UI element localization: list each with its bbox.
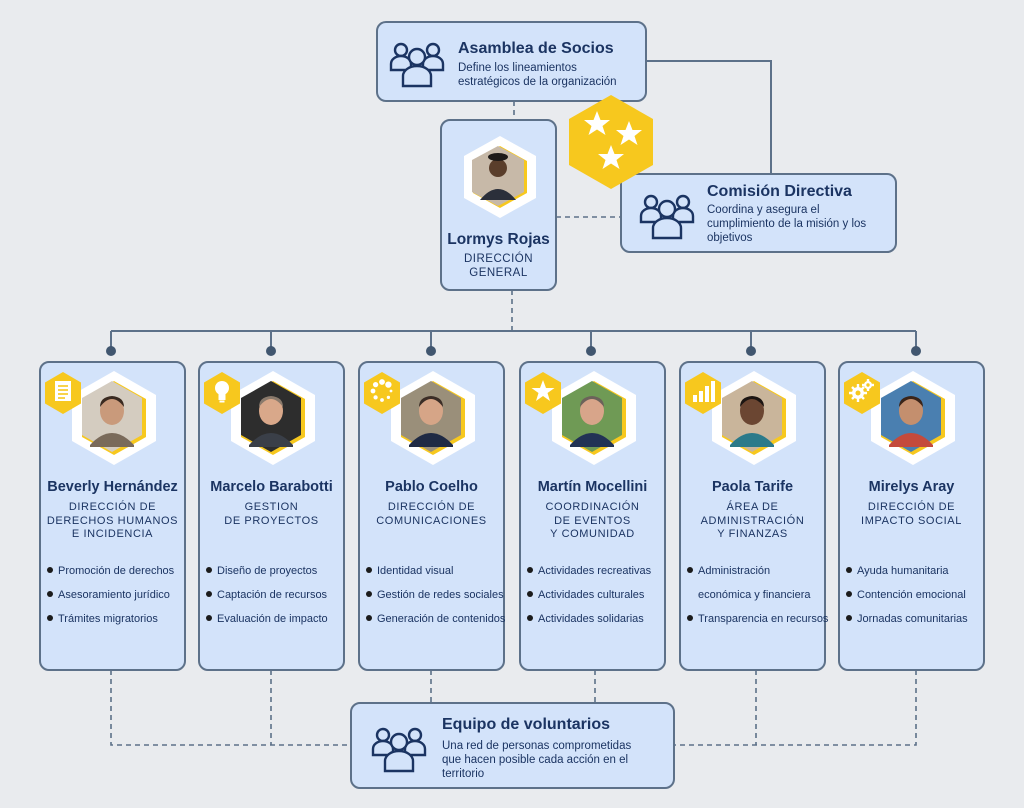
task-item: Actividades solidarias (527, 607, 662, 631)
volunteers-description: Una red de personas comprometidas que ha… (442, 740, 632, 780)
task-item: Diseño de proyectos (206, 559, 341, 583)
task-item: Captación de recursos (206, 583, 341, 607)
task-item: Ayuda humanitaria (846, 559, 981, 583)
bullet-icon (366, 591, 372, 597)
bullet-icon (47, 567, 53, 573)
department-person-name: Paola Tarife (711, 479, 794, 495)
bullet-icon (206, 591, 212, 597)
task-item: Generación de contenidos (366, 607, 505, 631)
bullet-icon (687, 615, 693, 621)
department-person-name: Pablo Coelho (385, 479, 478, 495)
volunteers-box: Equipo de voluntarios Una red de persona… (350, 702, 675, 789)
bullet-icon (527, 615, 533, 621)
department-person-name: Martín Mocellini (537, 479, 648, 495)
department-person-name: Marcelo Barabotti (210, 479, 333, 495)
gears-icon (844, 372, 880, 414)
task-item: Transparencia en recursos (687, 607, 828, 631)
bullet-icon (47, 615, 53, 621)
lightbulb-icon (204, 372, 240, 414)
bullet-icon (206, 567, 212, 573)
people-group-icon (371, 727, 427, 773)
task-item: Actividades culturales (527, 583, 662, 607)
star-icon (525, 372, 561, 414)
people-group-icon (389, 42, 445, 88)
director-name: Lormys Rojas (447, 231, 550, 248)
department-person-name: Mirelys Aray (868, 479, 955, 495)
bar-chart-icon (685, 372, 721, 414)
bullet-icon (527, 591, 533, 597)
director-photo (464, 136, 536, 218)
task-item: Gestión de redes sociales (366, 583, 504, 607)
department-photo (552, 371, 636, 465)
bullet-icon (47, 591, 53, 597)
assembly-title: Asamblea de Socios (458, 40, 614, 57)
bullet-icon (366, 615, 372, 621)
commission-box: Comisión Directiva Coordina y asegura el… (620, 173, 897, 253)
task-item: Promoción de derechos (47, 559, 182, 583)
task-item: Contención emocional (846, 583, 981, 607)
task-item: Actividades recreativas (527, 559, 662, 583)
people-group-icon (639, 194, 695, 240)
bullet-icon (846, 615, 852, 621)
loading-dots-icon (364, 372, 400, 414)
bullet-icon (527, 567, 533, 573)
volunteers-title: Equipo de voluntarios (442, 716, 611, 733)
department-photo (391, 371, 475, 465)
task-item: Asesoramiento jurídico (47, 583, 182, 607)
task-item: Jornadas comunitarias (846, 607, 981, 631)
department-photo (231, 371, 315, 465)
bullet-icon (846, 591, 852, 597)
commission-description: Coordina y asegura el cumplimiento de la… (707, 204, 867, 244)
commission-title: Comisión Directiva (707, 183, 852, 200)
director-role: DIRECCIÓN GENERAL (463, 253, 534, 279)
bullet-icon (846, 567, 852, 573)
assembly-description: Define los lineamientos estratégicos de … (458, 62, 617, 88)
department-photo (712, 371, 796, 465)
task-item: Identidad visual (366, 559, 501, 583)
task-item: Trámites migratorios (47, 607, 182, 631)
task-item: Administración (687, 559, 822, 583)
bullet-icon (366, 567, 372, 573)
director-box: Lormys Rojas DIRECCIÓN GENERAL (440, 119, 557, 291)
assembly-box: Asamblea de Socios Define los lineamient… (376, 21, 647, 102)
department-person-name: Beverly Hernández (47, 479, 178, 495)
department-photo (871, 371, 955, 465)
bullet-icon (206, 615, 212, 621)
task-item: económica y financiera (698, 589, 811, 601)
department-photo (72, 371, 156, 465)
stars-icon (569, 95, 653, 189)
bullet-icon (687, 567, 693, 573)
task-item: Evaluación de impacto (206, 607, 341, 631)
document-icon (45, 372, 81, 414)
